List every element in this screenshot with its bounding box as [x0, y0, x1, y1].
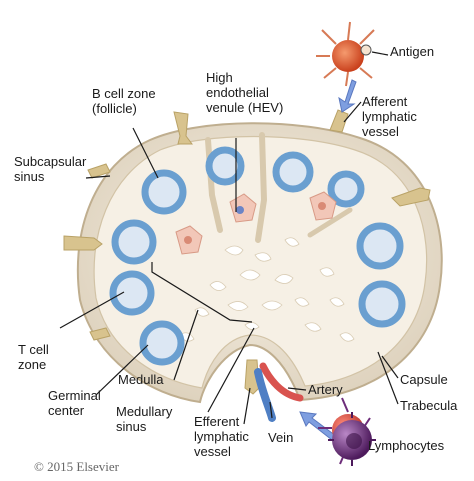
afferent-vessels: [63, 109, 431, 341]
efferent-vessel: [244, 359, 260, 395]
label-antigen: Antigen: [390, 44, 435, 59]
copyright: © 2015 Elsevier: [34, 459, 119, 474]
label-capsule: Capsule: [400, 372, 448, 387]
trabecula-right: [255, 132, 268, 243]
follicles: [109, 146, 406, 366]
label-subcapsular-sinus: Subcapsular sinus: [14, 154, 87, 184]
follicle: [327, 170, 365, 208]
antigen: [316, 21, 375, 87]
afferent-vessel: [329, 109, 349, 133]
label-germinal-center: Germinal center: [48, 388, 101, 418]
follicle: [358, 280, 406, 328]
follicle: [109, 270, 155, 316]
label-trabecula: Trabecula: [400, 398, 458, 413]
label-b-cell-zone: B cell zone (follicle): [92, 86, 156, 116]
antigen-particle: [360, 44, 372, 56]
afferent-flow-arrow: [338, 79, 357, 113]
afferent-vessel: [391, 187, 431, 207]
follicle: [205, 146, 245, 186]
label-high-endothelial-venule: High endothelial venule (HEV): [206, 70, 284, 115]
follicle: [111, 219, 157, 265]
lymphocyte-flow-arrow: [299, 411, 337, 441]
label-medullary-sinus: Medullary sinus: [116, 404, 173, 434]
artery: [259, 362, 304, 402]
lymphocytes: [318, 397, 376, 466]
label-artery: Artery: [308, 382, 343, 397]
medullary-sinuses: [179, 237, 355, 342]
follicle: [141, 169, 187, 215]
label-medulla: Medulla: [118, 372, 164, 387]
afferent-vessel: [89, 327, 111, 341]
trabecula-low: [307, 207, 353, 238]
follicle: [139, 320, 185, 366]
label-lymphocytes: Lymphocytes: [368, 438, 445, 453]
afferent-vessel: [63, 235, 103, 251]
follicle: [272, 151, 314, 193]
label-afferent-lymphatic-vessel: Afferent lymphatic vessel: [362, 94, 417, 139]
follicle: [356, 222, 404, 270]
afferent-vessel: [173, 111, 193, 145]
label-efferent-lymphatic-vessel: Efferent lymphatic vessel: [194, 414, 249, 459]
label-vein: Vein: [268, 430, 294, 445]
leader-lines: [59, 51, 399, 425]
afferent-vessel: [87, 163, 111, 179]
label-t-cell-zone: T cell zone: [18, 342, 49, 372]
